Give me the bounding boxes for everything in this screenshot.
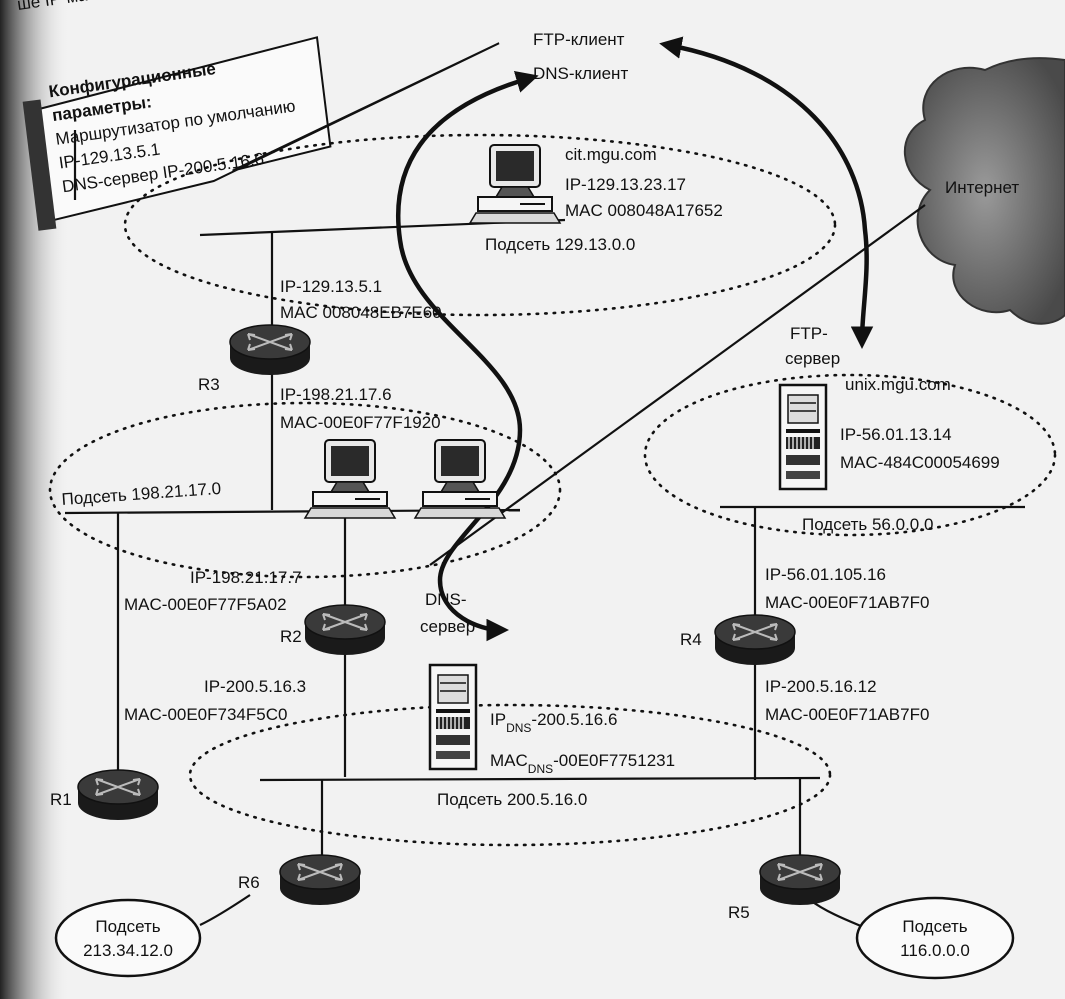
- ftp-session-arrow: [659, 36, 874, 349]
- internet-label: Интернет: [945, 178, 1019, 197]
- subnet-198-ellipse: [48, 401, 562, 579]
- r2-top-ip: IP-198.21.17.7: [190, 568, 302, 587]
- subnet-213-oval: [54, 898, 202, 978]
- ftp-client-label: FTP-клиент: [533, 30, 625, 49]
- dns-mac: MACDNS-00E0F7751231: [490, 751, 675, 776]
- r2-bottom-ip: IP-200.5.16.3: [204, 677, 306, 696]
- r3-bottom-mac: MAC-00E0F77F1920: [280, 413, 441, 432]
- router-r6-icon: [279, 854, 361, 906]
- r4-bottom-ip: IP-200.5.16.12: [765, 677, 877, 696]
- bus-200: [259, 776, 821, 782]
- dns-server-icon: [428, 663, 478, 771]
- r2-label: R2: [280, 627, 302, 646]
- ftp-ip: IP-56.01.13.14: [840, 425, 952, 444]
- r2-bottom-mac: MAC-00E0F734F5C0: [124, 705, 287, 724]
- r3-top-ip: IP-129.13.5.1: [280, 277, 382, 296]
- router-r1-icon: [77, 769, 159, 821]
- dns-ip-prefix: IP: [490, 710, 506, 729]
- ftp-server-icon: [778, 383, 828, 491]
- router-r4-icon: [714, 614, 796, 666]
- router-r5-icon: [759, 854, 841, 906]
- subnet-116-line1: Подсеть: [902, 917, 967, 936]
- ftp-server-label-2: сервер: [785, 349, 840, 368]
- dns-ip-sub: DNS: [506, 721, 531, 735]
- dns-server-label-1: DNS-: [425, 590, 467, 609]
- r4-bottom-mac: MAC-00E0F71AB7F0: [765, 705, 929, 724]
- router-r3-icon: [229, 324, 311, 376]
- ftp-mac: MAC-484C00054699: [840, 453, 1000, 472]
- subnet-116-oval: [855, 896, 1015, 980]
- r4-label: R4: [680, 630, 702, 649]
- r4-top-ip: IP-56.01.105.16: [765, 565, 886, 584]
- dns-mac-prefix: MAC: [490, 751, 528, 770]
- subnet-213-line2: 213.34.12.0: [83, 941, 173, 960]
- internet-cloud: [903, 57, 1065, 325]
- r6-label: R6: [238, 873, 260, 892]
- r3-label: R3: [198, 375, 220, 394]
- ftp-server-label-1: FTP-: [790, 324, 828, 343]
- r3-bottom-ip: IP-198.21.17.6: [280, 385, 392, 404]
- cit-ip: IP-129.13.23.17: [565, 175, 686, 194]
- dns-query-arrow: [395, 70, 539, 642]
- config-callout: [22, 36, 500, 231]
- subnet-200-label: Подсеть 200.5.16.0: [437, 790, 587, 809]
- dns-server-label-2: сервер: [420, 617, 475, 636]
- ftp-hostname: unix.mgu.com: [845, 375, 951, 394]
- cit-hostname: cit.mgu.com: [565, 145, 657, 164]
- router-r2-icon: [304, 604, 386, 656]
- r2-top-mac: MAC-00E0F77F5A02: [124, 595, 287, 614]
- dns-client-label: DNS-клиент: [533, 64, 628, 83]
- subnet-200-ellipse: [188, 703, 832, 847]
- subnet-116-line2: 116.0.0.0: [900, 941, 970, 960]
- r5-label: R5: [728, 903, 750, 922]
- subnet-213-line1: Подсеть: [95, 917, 160, 936]
- r1-label: R1: [50, 790, 72, 809]
- subnet-129-ellipse: [123, 133, 837, 317]
- subnet-198-label: Подсеть 198.21.17.0: [61, 479, 222, 509]
- r3-top-mac: MAC 008048EB7E60: [280, 303, 442, 322]
- subnet-129-label: Подсеть 129.13.0.0: [485, 235, 635, 254]
- cit-computer-icon: [469, 144, 561, 224]
- dns-mac-value: -00E0F7751231: [553, 751, 675, 770]
- workstation-2-icon: [414, 439, 506, 519]
- cit-mac: MAC 008048A17652: [565, 201, 723, 220]
- subnet-56-label: Подсеть 56.0.0.0: [802, 515, 933, 534]
- dns-ip: IPDNS-200.5.16.6: [490, 710, 617, 735]
- dns-ip-value: -200.5.16.6: [531, 710, 617, 729]
- r4-top-mac: MAC-00E0F71AB7F0: [765, 593, 929, 612]
- dns-mac-sub: DNS: [528, 762, 553, 776]
- link-r6-subnet: [199, 894, 251, 926]
- subnet-56-ellipse: [643, 373, 1057, 537]
- workstation-1-icon: [304, 439, 396, 519]
